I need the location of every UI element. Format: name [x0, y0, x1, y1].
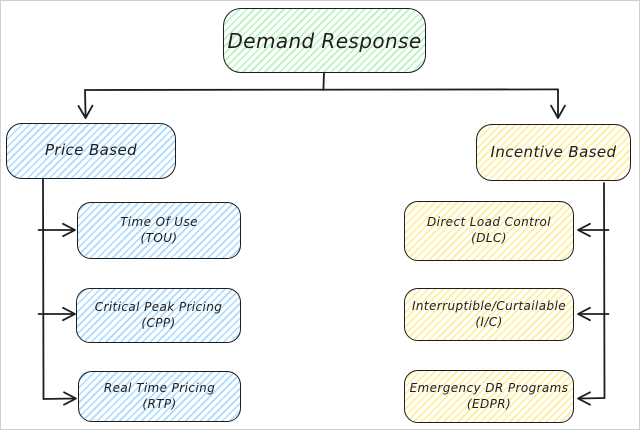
arrowhead-rtp	[63, 391, 77, 406]
connector-incentive-trunk	[603, 182, 606, 399]
node-label: Emergency DR Programs	[409, 380, 569, 395]
node-abbreviation: (TOU)	[140, 230, 178, 245]
node-interruptible-curtailable: Interruptible/Curtailable (I/C)	[404, 288, 574, 341]
connector-to-price	[84, 89, 87, 118]
connector-root-stub	[322, 72, 325, 91]
connector-price-trunk	[42, 178, 45, 400]
node-incentive-based: Incentive Based	[476, 124, 631, 181]
node-label: Real Time Pricing	[103, 380, 216, 395]
node-critical-peak-pricing: Critical Peak Pricing (CPP)	[76, 288, 241, 343]
node-label: Direct Load Control	[426, 215, 552, 230]
node-abbreviation: (EDPR)	[466, 396, 512, 411]
arrowhead-tou	[62, 222, 76, 238]
connector-branch-rtp	[42, 397, 75, 400]
node-abbreviation: (RTP)	[142, 396, 177, 411]
node-direct-load-control: Direct Load Control (DLC)	[404, 201, 574, 261]
node-emergency-dr-programs: Emergency DR Programs (EDPR)	[404, 370, 574, 423]
node-abbreviation: (I/C)	[475, 314, 503, 329]
node-label: Interruptible/Curtailable	[411, 298, 567, 313]
node-label: Price Based	[44, 141, 138, 160]
node-real-time-pricing: Real Time Pricing (RTP)	[78, 371, 241, 422]
node-label: Demand Response	[227, 28, 422, 53]
connector-branch-edpr	[579, 397, 606, 400]
arrowhead-cpp	[62, 306, 76, 322]
node-label: Time Of Use	[120, 214, 198, 229]
node-abbreviation: (DLC)	[471, 231, 507, 245]
node-demand-response: Demand Response	[223, 8, 426, 73]
arrowhead-ic	[577, 306, 591, 322]
node-abbreviation: (CPP)	[141, 315, 176, 330]
connector-bus	[84, 88, 559, 91]
node-price-based: Price Based	[6, 123, 176, 179]
arrowhead-price	[77, 104, 94, 119]
arrowhead-edpr	[577, 391, 591, 406]
node-time-of-use: Time Of Use (TOU)	[77, 202, 241, 259]
arrowhead-incentive	[550, 104, 566, 119]
arrowhead-dlc	[577, 222, 591, 238]
node-label: Critical Peak Pricing	[94, 299, 223, 314]
node-label: Incentive Based	[490, 142, 617, 161]
